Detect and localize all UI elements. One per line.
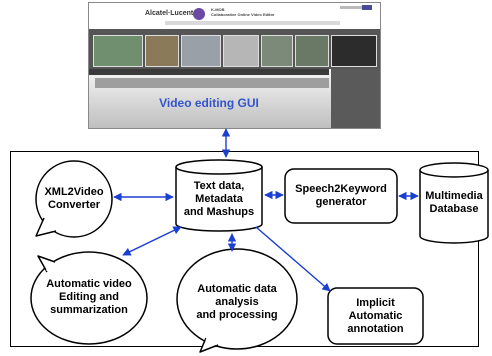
gui-label: Video editing GUI <box>159 96 259 110</box>
video-thumbnail-strip <box>89 29 380 69</box>
video-thumbnail <box>181 35 221 67</box>
auto-data-analysis-label: Automatic data analysis and processing <box>196 283 278 321</box>
multimedia-database-cylinder <box>419 162 489 244</box>
speech2keyword-label: Speech2Keyword generator <box>295 183 387 208</box>
editing-workspace: Video editing GUI <box>89 69 380 128</box>
video-thumbnail <box>145 35 179 67</box>
implicit-annotation-box <box>327 287 424 345</box>
video-thumbnail <box>331 35 377 67</box>
header-button <box>362 5 372 10</box>
brand-name: Alcatel·Lucent <box>145 10 194 17</box>
timeline-track <box>95 78 329 88</box>
video-thumbnail <box>261 35 293 67</box>
auto-data-analysis-bubble <box>176 248 298 353</box>
video-thumbnail <box>93 35 143 67</box>
multimedia-database-label: Multimedia Database <box>425 190 483 215</box>
text-data-cylinder <box>175 159 263 232</box>
implicit-annotation-label: Implicit Automatic annotation <box>347 297 404 335</box>
app-title: K-MOB Collaborative Online Video Editor <box>211 7 275 17</box>
side-panel <box>331 69 380 128</box>
connectors <box>113 128 419 292</box>
xml2video-bubble <box>35 160 113 238</box>
arrow-text-data-annotation <box>255 226 331 292</box>
text-data-label: Text data, Metadata and Mashups <box>183 180 255 218</box>
screenshot-menu-bar <box>165 21 340 25</box>
video-thumbnail <box>295 35 329 67</box>
screenshot-header: Alcatel·Lucent K-MOB Collaborative Onlin… <box>89 3 380 29</box>
header-links <box>340 6 370 9</box>
video-editor-screenshot: Alcatel·Lucent K-MOB Collaborative Onlin… <box>88 2 381 129</box>
arrow-text-data-video-editing <box>122 226 182 256</box>
video-thumbnail <box>223 35 259 67</box>
brand-logo-icon <box>193 8 205 20</box>
speech2keyword-box <box>284 168 398 224</box>
xml2video-label: XML2Video Converter <box>44 186 104 211</box>
auto-video-editing-label: Automatic video Editing and summarizatio… <box>46 278 132 316</box>
app-title-line-2: Collaborative Online Video Editor <box>211 12 275 17</box>
timeline-toolbar <box>89 69 329 75</box>
app-title-line-1: K-MOB <box>211 7 225 12</box>
auto-video-editing-bubble <box>30 251 148 345</box>
